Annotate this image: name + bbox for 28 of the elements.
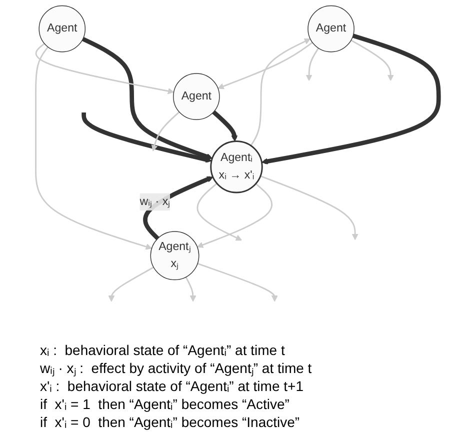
arrow	[212, 110, 238, 142]
node-circle	[307, 5, 354, 52]
definition-text: wᵢⱼ · xⱼ : effect by activity of “Agentⱼ” at time t	[40, 359, 313, 377]
arrow	[196, 182, 242, 241]
arrow	[81, 112, 212, 163]
arrow	[35, 42, 174, 94]
definition-text: x'ᵢ : behavioral state of “Agentᵢ” at time t+1	[40, 377, 304, 395]
definition-text: xᵢ : behavioral state of “Agentᵢ” at time t	[40, 341, 286, 359]
arrow	[250, 38, 310, 146]
node-circle	[150, 231, 200, 280]
node-circle	[210, 140, 263, 194]
node-circle	[38, 5, 86, 52]
arrow	[108, 266, 154, 302]
arrow	[82, 36, 212, 160]
arrow	[197, 262, 278, 302]
arrow	[217, 42, 313, 90]
definition-text: if x'ᵢ = 1 then “Agentᵢ” becomes “Active”	[40, 395, 290, 413]
arrow	[185, 276, 196, 302]
agent-network-diagram: wᵢⱼ · xⱼ Agent Agentⱼ xⱼ Agentᵢ xᵢ → x'ᵢ Agent Agent	[30, 0, 444, 339]
arrow	[306, 48, 319, 81]
arrow	[261, 34, 441, 164]
node-circle	[172, 73, 220, 120]
arrow	[196, 183, 272, 248]
arrow	[260, 175, 358, 240]
arrow	[350, 40, 394, 81]
definition-text: if x'ᵢ = 0 then “Agentᵢ” becomes “Inactive”	[40, 413, 301, 431]
arrow	[151, 111, 180, 152]
arrow	[34, 46, 152, 250]
